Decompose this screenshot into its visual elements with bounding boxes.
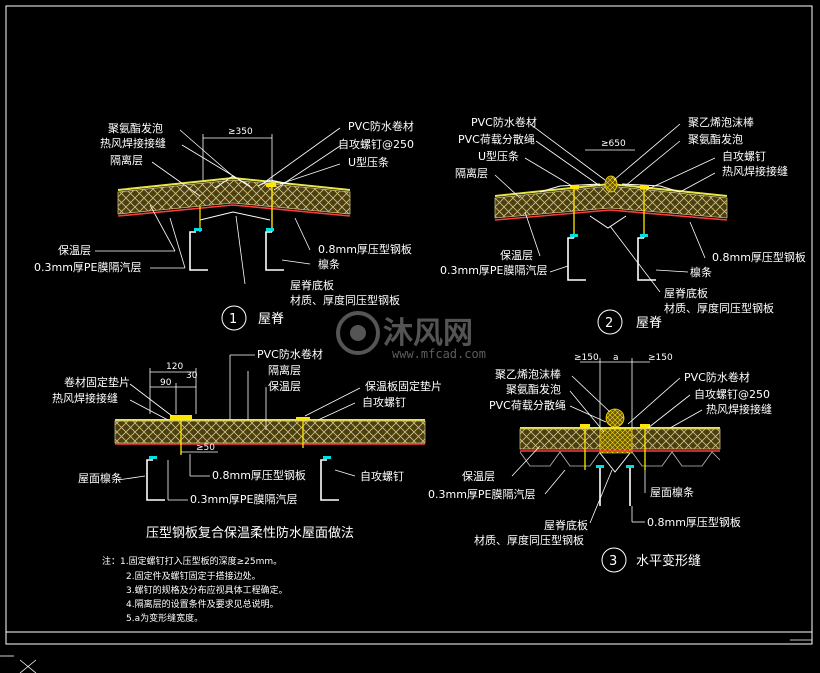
mid-membrane-washer	[170, 415, 192, 420]
d2-label-upress: U型压条	[478, 149, 519, 163]
d2-label-ridge-plate: 屋脊底板	[664, 286, 708, 300]
d1-number: 1	[229, 312, 237, 327]
d3-label-screw: 自攻螺钉@250	[694, 387, 770, 401]
d2-label-insulation: 保温层	[500, 248, 533, 262]
d1-label-insulation: 保温层	[58, 243, 91, 257]
d1-label-steel: 0.8mm厚压型钢板	[318, 242, 412, 256]
d2-label-steel: 0.8mm厚压型钢板	[712, 250, 806, 264]
d2-label-ridge-material: 材质、厚度同压型钢板	[664, 301, 774, 315]
drawing-frame	[5, 5, 813, 645]
d1-dim: ≥350	[228, 127, 253, 137]
note-line-4: 4.隔离层的设置条件及要求见总说明。	[126, 598, 279, 610]
mid-label-purlin: 屋面檩条	[78, 471, 122, 485]
watermark: 沐风网 www.mfcad.com	[336, 311, 486, 361]
d1-insulation	[117, 179, 351, 215]
d3-label-load-rope: PVC荷载分散绳	[489, 398, 566, 412]
mid-label-steel: 0.8mm厚压型钢板	[212, 468, 306, 482]
mid-label-weld: 热风焊接接缝	[52, 391, 118, 405]
ucs-axis-icon	[0, 655, 37, 673]
mid-dim-90: 90	[160, 378, 172, 388]
d1-label-foam: 聚氨酯发泡	[108, 121, 163, 135]
d2-label-vapor: 0.3mm厚PE膜隔汽层	[440, 263, 548, 277]
d3-label-pvc: PVC防水卷材	[684, 370, 750, 384]
d1-label-pvc: PVC防水卷材	[348, 119, 414, 133]
d3-name: 水平变形缝	[636, 553, 701, 569]
d1-steel-deck	[117, 204, 351, 217]
d3-dim-a: a	[613, 353, 619, 363]
mid-label-board-washer: 保温板固定垫片	[365, 379, 442, 393]
mid-label-washer: 卷材固定垫片	[64, 375, 130, 389]
mid-dim-120: 120	[166, 362, 183, 372]
note-line-2: 2.固定件及螺钉固定于搭接边处。	[126, 570, 261, 582]
d1-label-weld: 热风焊接接缝	[100, 136, 166, 150]
d1-label-isolation: 隔离层	[110, 153, 143, 167]
d2-label-load-rope: PVC荷载分散绳	[458, 132, 535, 146]
mid-label-vapor: 0.3mm厚PE膜隔汽层	[190, 492, 298, 506]
d1-membrane	[117, 176, 351, 191]
d3-label-vapor: 0.3mm厚PE膜隔汽层	[428, 487, 536, 501]
note-line-1: 注：1.固定螺钉打入压型板的深度≥25mm。	[102, 555, 282, 567]
d3-corrugated-deck	[519, 451, 721, 467]
d3-number-badge	[601, 547, 627, 573]
d3-dim-right: ≥150	[648, 353, 673, 363]
d1-label-purlin: 檩条	[318, 257, 340, 271]
d1-label-vapor: 0.3mm厚PE膜隔汽层	[34, 260, 142, 274]
drawing-title: 压型钢板复合保温柔性防水屋面做法	[146, 525, 354, 541]
watermark-url: www.mfcad.com	[392, 347, 486, 361]
detail-2-ridge: ≥650 PVC防水卷材 PVC荷载分散绳 U型压条 隔离层 聚乙烯泡沫棒 聚氨…	[440, 115, 806, 335]
d3-number: 3	[609, 554, 617, 569]
d2-number-badge	[597, 309, 623, 335]
d3-label-weld: 热风焊接接缝	[706, 402, 772, 416]
d1-label-screw: 自攻螺钉@250	[338, 137, 414, 151]
d3-label-insulation: 保温层	[462, 469, 495, 483]
notes-block: 注：1.固定螺钉打入压型板的深度≥25mm。 2.固定件及螺钉固定于搭接边处。 …	[102, 555, 288, 624]
d3-label-purlin: 屋面檩条	[650, 485, 694, 499]
note-line-3: 3.螺钉的规格及分布应视具体工程确定。	[126, 584, 288, 596]
d3-label-pe-rod: 聚乙烯泡沫棒	[495, 367, 561, 381]
d2-label-purlin: 檩条	[690, 265, 712, 279]
d3-foam-rod	[605, 408, 625, 428]
detail-1-ridge: ≥350 聚氨酯发泡 热风焊接接缝 隔离层 PVC防水卷材 自攻螺钉@250 U…	[34, 119, 414, 331]
d1-label-upress: U型压条	[348, 155, 389, 169]
d1-purlin-left	[189, 231, 208, 271]
d3-label-steel: 0.8mm厚压型钢板	[647, 515, 741, 529]
d3-dim-left: ≥150	[574, 353, 599, 363]
d2-label-screw: 自攻螺钉	[722, 149, 766, 163]
mid-label-screw2: 自攻螺钉	[360, 469, 404, 483]
d2-label-isolation: 隔离层	[455, 166, 488, 180]
d3-label-ridge-material: 材质、厚度同压型钢板	[474, 533, 584, 547]
d2-label-foam: 聚氨酯发泡	[688, 132, 743, 146]
d2-label-weld: 热风焊接接缝	[722, 164, 788, 178]
d2-name: 屋脊	[636, 316, 662, 331]
mid-label-isolation: 隔离层	[268, 363, 301, 377]
d1-label-ridge-material: 材质、厚度同压型钢板	[290, 293, 400, 307]
watermark-brand: 沐风网	[383, 316, 473, 351]
mid-dim-30: 30	[186, 371, 198, 381]
d2-number: 2	[605, 316, 613, 331]
d1-purlin-right	[265, 231, 284, 271]
mid-label-screw: 自攻螺钉	[362, 395, 406, 409]
mid-label-pvc: PVC防水卷材	[257, 347, 323, 361]
d3-label-foam: 聚氨酯发泡	[506, 382, 561, 396]
detail-mid-flat: 120 90 30 ≥50 卷材固定垫片 热风焊接接缝 PVC防水卷材 隔离层 …	[52, 347, 442, 506]
mid-label-insulation: 保温层	[268, 379, 301, 393]
d1-number-badge	[221, 305, 247, 331]
detail-3-expansion-joint: ≥150 a ≥150 聚乙烯泡沫棒 聚氨酯发泡 PVC荷载分散绳 PVC防水卷…	[428, 353, 772, 573]
d2-label-pe-rod: 聚乙烯泡沫棒	[688, 115, 754, 129]
d2-foam-rod	[604, 175, 618, 193]
note-line-5: 5.a为变形缝宽度。	[126, 612, 203, 624]
d2-dim: ≥650	[601, 139, 626, 149]
mid-dim-50: ≥50	[196, 443, 215, 453]
d1-name: 屋脊	[258, 312, 284, 327]
d2-label-pvc: PVC防水卷材	[471, 115, 537, 129]
d3-label-ridge-plate: 屋脊底板	[544, 518, 588, 532]
d1-label-ridge-plate: 屋脊底板	[290, 278, 334, 292]
